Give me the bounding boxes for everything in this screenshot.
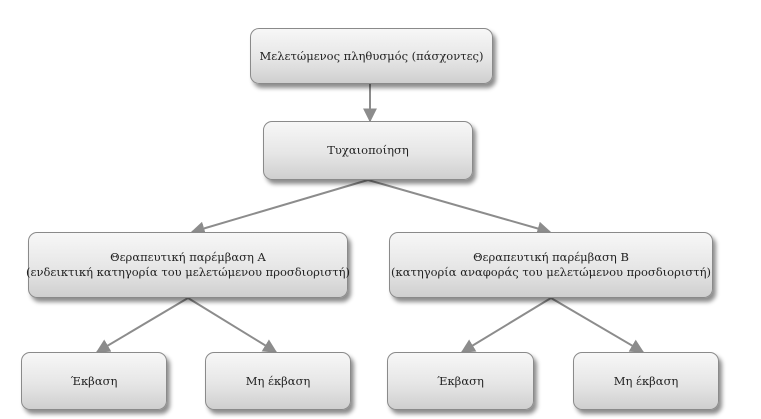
b-no-outcome-box: Μη έκβαση bbox=[573, 352, 719, 410]
b-outcome-box: Έκβαση bbox=[387, 352, 534, 410]
randomization-label: Τυχαιοποίηση bbox=[327, 143, 409, 157]
intervention-a-title: Θεραπευτική παρέμβαση Α bbox=[110, 250, 266, 264]
a-outcome-box: Έκβαση bbox=[21, 352, 167, 410]
population-box: Μελετώμενος πληθυσμός (πάσχοντες) bbox=[250, 28, 493, 84]
arrow-randomization-to-intervention-a bbox=[190, 179, 369, 236]
b-no-outcome-label: Μη έκβαση bbox=[613, 373, 679, 388]
intervention-b-box: Θεραπευτική παρέμβαση Β (κατηγορία αναφο… bbox=[389, 232, 713, 298]
arrow-intervention-a-to-outcome bbox=[95, 297, 189, 353]
arrow-randomization-to-intervention-b bbox=[367, 179, 552, 236]
arrow-intervention-a-to-no-outcome bbox=[187, 297, 278, 353]
intervention-b-subtitle: (κατηγορία αναφοράς του μελετώμενου προσ… bbox=[391, 265, 711, 279]
intervention-a-box: Θεραπευτική παρέμβαση Α (ενδεικτική κατη… bbox=[26, 232, 350, 298]
population-label: Μελετώμενος πληθυσμός (πάσχοντες) bbox=[259, 48, 484, 63]
intervention-b-title: Θεραπευτική παρέμβαση Β bbox=[473, 250, 629, 264]
randomization-box: Τυχαιοποίηση bbox=[263, 121, 473, 180]
a-no-outcome-box: Μη έκβαση bbox=[205, 352, 351, 410]
arrow-intervention-b-to-outcome bbox=[460, 297, 552, 353]
a-no-outcome-label: Μη έκβαση bbox=[245, 373, 311, 388]
intervention-a-subtitle: (ενδεικτική κατηγορία του μελετώμενου πρ… bbox=[26, 265, 350, 279]
a-outcome-label: Έκβαση bbox=[70, 373, 118, 388]
b-outcome-label: Έκβαση bbox=[437, 373, 484, 388]
arrow-intervention-b-to-no-outcome bbox=[550, 297, 645, 353]
